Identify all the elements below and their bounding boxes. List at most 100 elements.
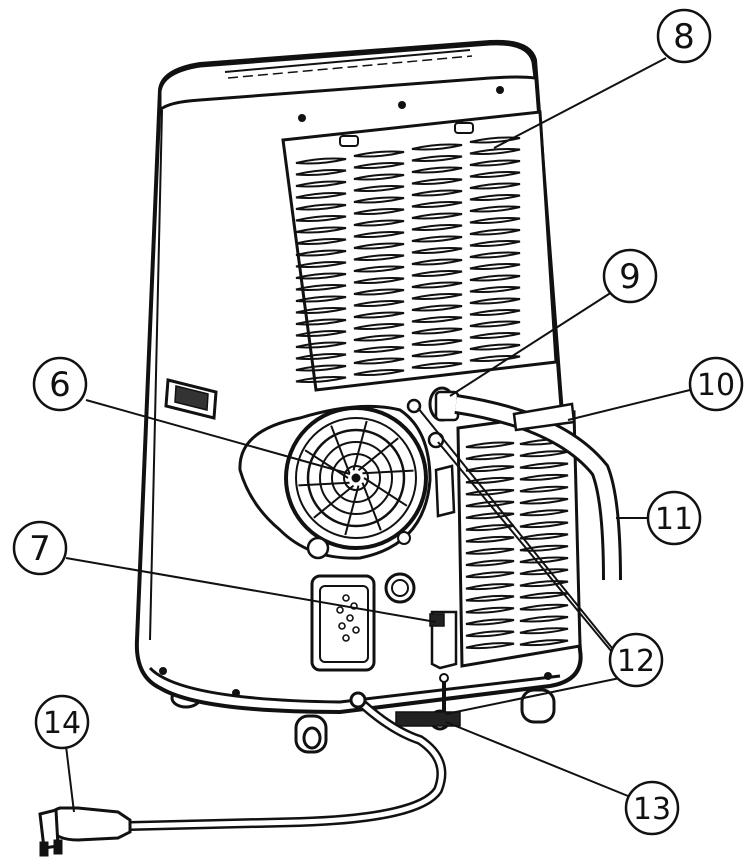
grille-slot — [295, 272, 347, 280]
power-cord — [125, 691, 447, 831]
fan-spoke — [313, 484, 355, 519]
grille-slot — [295, 376, 347, 383]
grille-slot — [295, 169, 347, 176]
grille-slot — [411, 201, 463, 208]
grille-slot — [353, 334, 405, 342]
grille-slot — [411, 270, 463, 277]
grille-slot — [411, 339, 463, 346]
grille-slot — [353, 231, 405, 238]
grille-slot — [519, 509, 569, 517]
grille-slot — [469, 182, 521, 190]
grille-slot — [465, 476, 515, 484]
grille-slot — [295, 284, 347, 291]
grille-slot — [411, 281, 463, 289]
grille-slot — [295, 341, 347, 349]
grille-slot — [519, 521, 569, 529]
grille-slot — [465, 630, 515, 638]
grille-slot — [353, 288, 405, 296]
callout-13-label: 13 — [633, 792, 671, 827]
callout-11-label: 11 — [655, 502, 693, 537]
grille-slot — [411, 143, 463, 151]
grille-slot — [469, 240, 521, 247]
grille-slot — [353, 208, 405, 215]
grille-slot — [519, 462, 569, 470]
grille-slot — [465, 583, 515, 591]
grille-slot — [519, 485, 569, 493]
grille-slot — [519, 580, 569, 588]
grille-slot — [469, 320, 521, 328]
grille-slot — [465, 559, 515, 567]
grille-slot — [353, 150, 405, 158]
callout-6-label: 6 — [49, 365, 71, 405]
grille-slot — [469, 274, 521, 282]
grille-slot — [353, 162, 405, 169]
drain-hose — [454, 394, 622, 581]
grille-slot — [469, 217, 521, 224]
grille-slot — [469, 263, 521, 270]
grille-slot — [469, 286, 521, 293]
grille-slot — [295, 238, 347, 245]
side-handle — [164, 378, 218, 420]
callout-13: 13 — [624, 780, 680, 836]
fan-spoke — [363, 477, 408, 507]
grille-slot — [411, 224, 463, 231]
grille-slot — [411, 316, 463, 323]
callout-7: 7 — [12, 520, 68, 576]
grille-slot — [411, 178, 463, 185]
hose-bracket — [434, 464, 456, 518]
hose-clip — [512, 402, 576, 432]
grille-slot — [353, 357, 405, 365]
grille-slot — [465, 441, 515, 449]
callout-14-label: 14 — [43, 706, 81, 741]
power-plug — [38, 806, 132, 857]
grille-slot — [295, 330, 347, 337]
grille-slot — [353, 346, 405, 353]
grille-slot — [411, 293, 463, 300]
grille-slot — [353, 369, 405, 376]
grille-slot — [411, 247, 463, 254]
grille-slot — [411, 155, 463, 162]
grille-slot — [295, 261, 347, 268]
callout-6: 6 — [32, 356, 88, 412]
grille-slot — [411, 166, 463, 174]
fan-spoke — [298, 481, 350, 487]
grille-slot — [353, 219, 405, 227]
grille-slot — [411, 212, 463, 220]
fan-spoke — [330, 425, 351, 474]
grille-slot — [353, 300, 405, 307]
grille-slot — [353, 277, 405, 284]
callout-7-label: 7 — [29, 529, 51, 569]
grille-slot — [465, 547, 515, 555]
grille-slot — [519, 603, 569, 611]
grille-slot — [519, 615, 569, 623]
grille-slot — [465, 618, 515, 626]
grille-slot — [469, 136, 521, 144]
grille-slot — [353, 323, 405, 330]
callout-9: 9 — [602, 248, 658, 304]
grille-slot — [411, 304, 463, 312]
grille-slot — [469, 205, 521, 213]
grille-slot — [469, 228, 521, 236]
grille-slot — [353, 242, 405, 250]
callout-11: 11 — [646, 490, 702, 546]
casters — [170, 687, 556, 754]
grille-slot — [295, 215, 347, 222]
grille-slot — [469, 355, 521, 362]
grille-slot — [353, 265, 405, 273]
callout-8: 8 — [656, 8, 712, 64]
grille-slot — [295, 226, 347, 234]
grille-slot — [411, 350, 463, 358]
grille-slot — [519, 532, 569, 540]
grille-slot — [295, 364, 347, 372]
grille-slot — [353, 196, 405, 204]
grille-slot — [465, 500, 515, 508]
fan-spoke — [357, 437, 399, 472]
callout-10-label: 10 — [697, 368, 735, 403]
grille-slot — [295, 307, 347, 314]
grille-slot — [469, 194, 521, 201]
grille-slot — [411, 362, 463, 369]
fan-spoke — [304, 449, 349, 479]
callout-9-label: 9 — [619, 257, 641, 297]
grille-slot — [519, 568, 569, 576]
